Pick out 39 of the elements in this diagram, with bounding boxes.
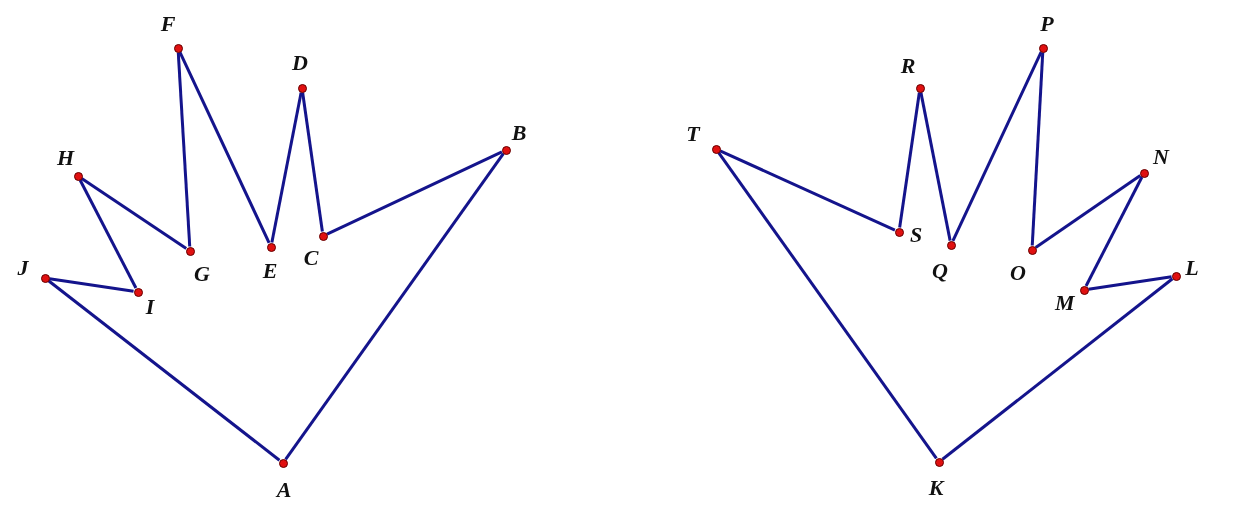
point-label: Q <box>932 260 948 282</box>
point-label: S <box>908 224 924 246</box>
line-segment <box>270 92 303 243</box>
point-label: E <box>262 260 278 282</box>
line-segment <box>717 151 938 460</box>
line-segment <box>719 149 896 232</box>
line-segment <box>1084 176 1144 287</box>
line-segment <box>178 51 271 244</box>
point-label: G <box>194 263 210 285</box>
line-segment <box>78 179 138 289</box>
line-segment <box>941 277 1174 461</box>
point-label: D <box>292 52 308 74</box>
line-segment <box>284 152 505 461</box>
point-label: L <box>1184 257 1200 279</box>
line-segment <box>1034 174 1142 249</box>
point-label: A <box>276 479 292 501</box>
point-label: K <box>928 477 944 499</box>
line-segment <box>80 177 188 250</box>
point-label: I <box>144 296 156 318</box>
line-segment <box>898 92 921 228</box>
point-label: F <box>160 13 176 35</box>
point-label: C <box>303 247 319 269</box>
line-segment <box>326 150 503 236</box>
point-label: H <box>57 147 73 169</box>
point-label: J <box>16 257 30 279</box>
point-label: B <box>511 122 527 144</box>
line-segment <box>1088 275 1172 291</box>
line-segment <box>301 92 324 232</box>
line-segment <box>176 52 192 247</box>
line-segment <box>919 92 952 241</box>
line-segment <box>49 277 134 293</box>
point-label: P <box>1039 13 1055 35</box>
point-label: N <box>1153 146 1169 168</box>
point-label: R <box>900 55 916 77</box>
line-segment <box>47 279 281 462</box>
point-label: O <box>1010 262 1026 284</box>
line-segment <box>951 51 1043 242</box>
line-segment <box>1030 52 1045 246</box>
point-label: T <box>685 123 701 145</box>
